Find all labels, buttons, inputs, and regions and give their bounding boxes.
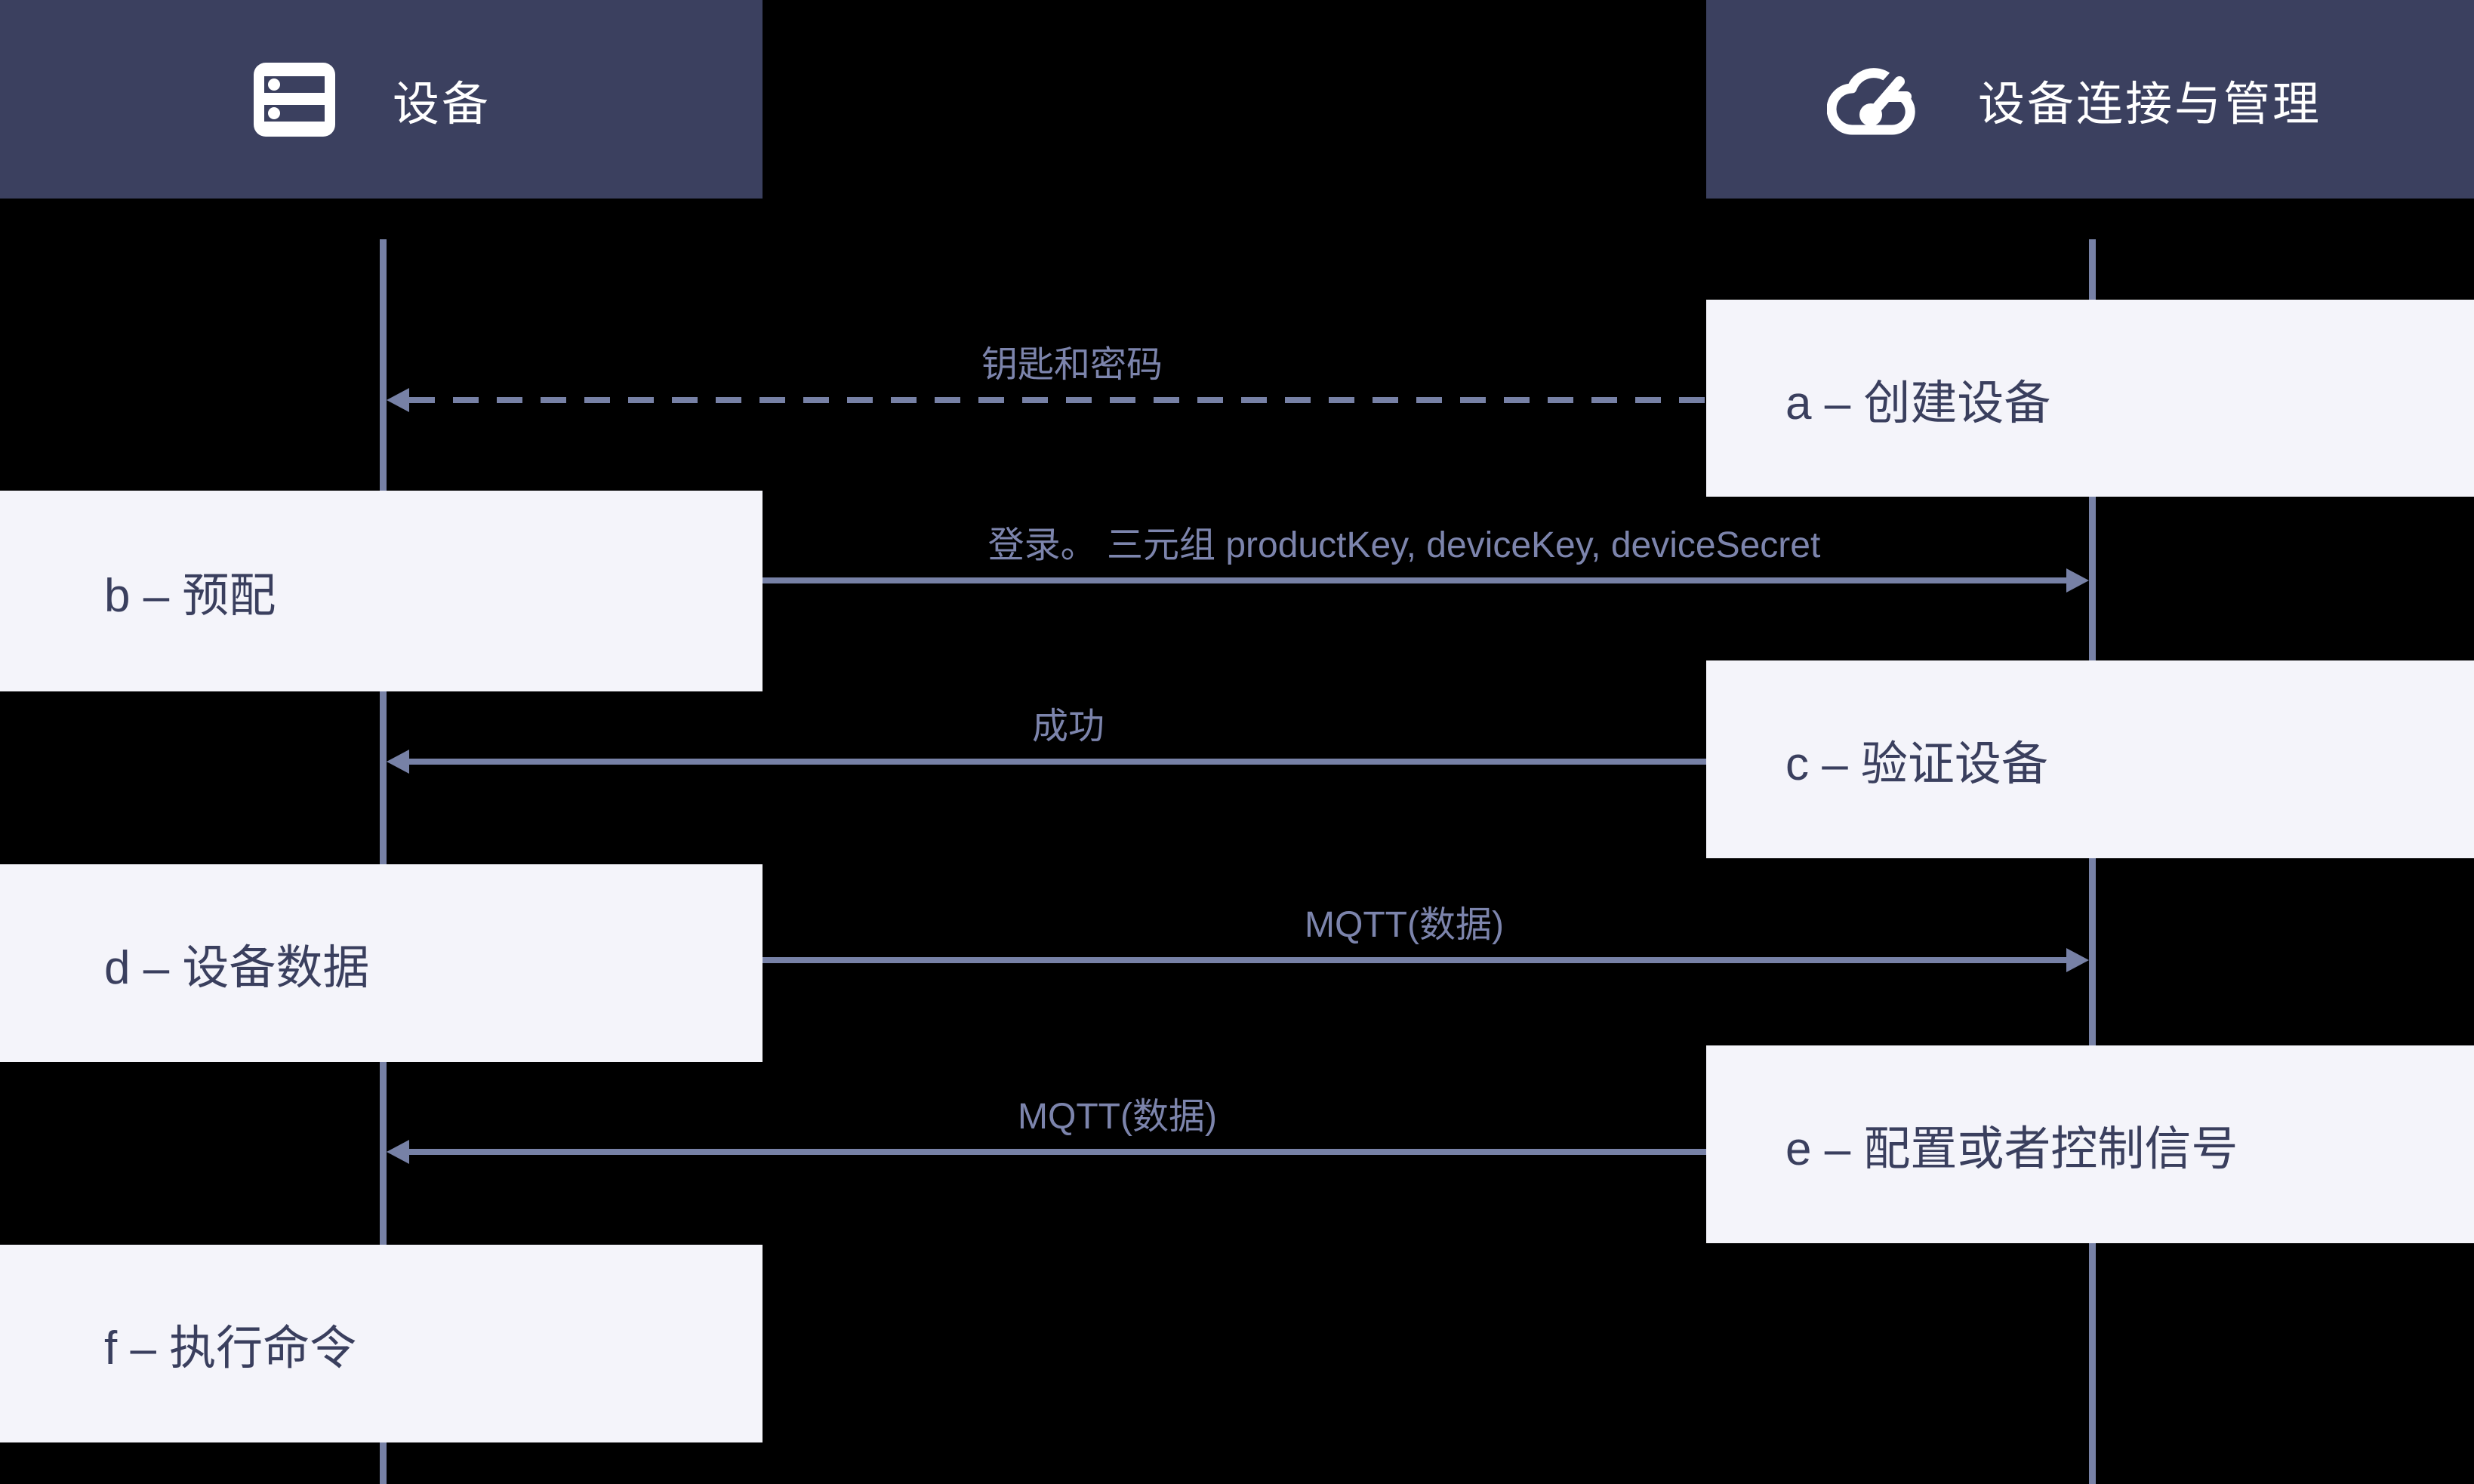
message-label-1: 钥匙和密码 <box>981 345 1163 385</box>
participant-cloud-label: 设备连接与管理 <box>1978 78 2322 131</box>
activation-box-d-label: d – 设备数据 <box>104 942 370 994</box>
activation-box-f-label: f – 执行命令 <box>104 1322 357 1375</box>
iot-cloud-icon <box>1827 66 1916 135</box>
arrowhead-message-4 <box>2066 948 2089 972</box>
participant-device-label: 设备 <box>393 78 491 131</box>
participant-device-header: 设备 <box>0 0 763 199</box>
message-line-2 <box>763 577 2069 583</box>
activation-box-b: b – 预配 <box>0 491 763 691</box>
arrowhead-message-1 <box>387 388 409 412</box>
lifeline-cloud <box>2089 239 2096 1484</box>
activation-box-b-label: b – 预配 <box>104 570 276 622</box>
activation-box-d: d – 设备数据 <box>0 864 763 1062</box>
message-line-5 <box>408 1149 1706 1155</box>
message-label-5: MQTT(数据) <box>1018 1097 1217 1137</box>
message-line-1 <box>409 397 1706 403</box>
message-label-2: 登录。 三元组 productKey, deviceKey, deviceSec… <box>987 525 1821 565</box>
arrowhead-message-2 <box>2066 568 2089 593</box>
activation-box-c: c – 验证设备 <box>1706 660 2474 858</box>
lifeline-device <box>380 239 387 1484</box>
message-label-3: 成功 <box>1031 707 1105 747</box>
activation-box-c-label: c – 验证设备 <box>1785 738 2048 790</box>
activation-box-a-label: a – 创建设备 <box>1785 377 2051 429</box>
activation-box-e-label: e – 配置或者控制信号 <box>1785 1123 2238 1175</box>
arrowhead-message-3 <box>387 750 409 774</box>
activation-box-e: e – 配置或者控制信号 <box>1706 1045 2474 1243</box>
arrowhead-message-5 <box>387 1140 409 1164</box>
participant-cloud-header: 设备连接与管理 <box>1706 0 2474 199</box>
server-icon <box>254 62 335 137</box>
activation-box-f: f – 执行命令 <box>0 1245 763 1442</box>
activation-box-a: a – 创建设备 <box>1706 300 2474 497</box>
message-line-4 <box>763 957 2069 963</box>
message-label-4: MQTT(数据) <box>1305 905 1504 945</box>
message-line-3 <box>408 759 1706 765</box>
